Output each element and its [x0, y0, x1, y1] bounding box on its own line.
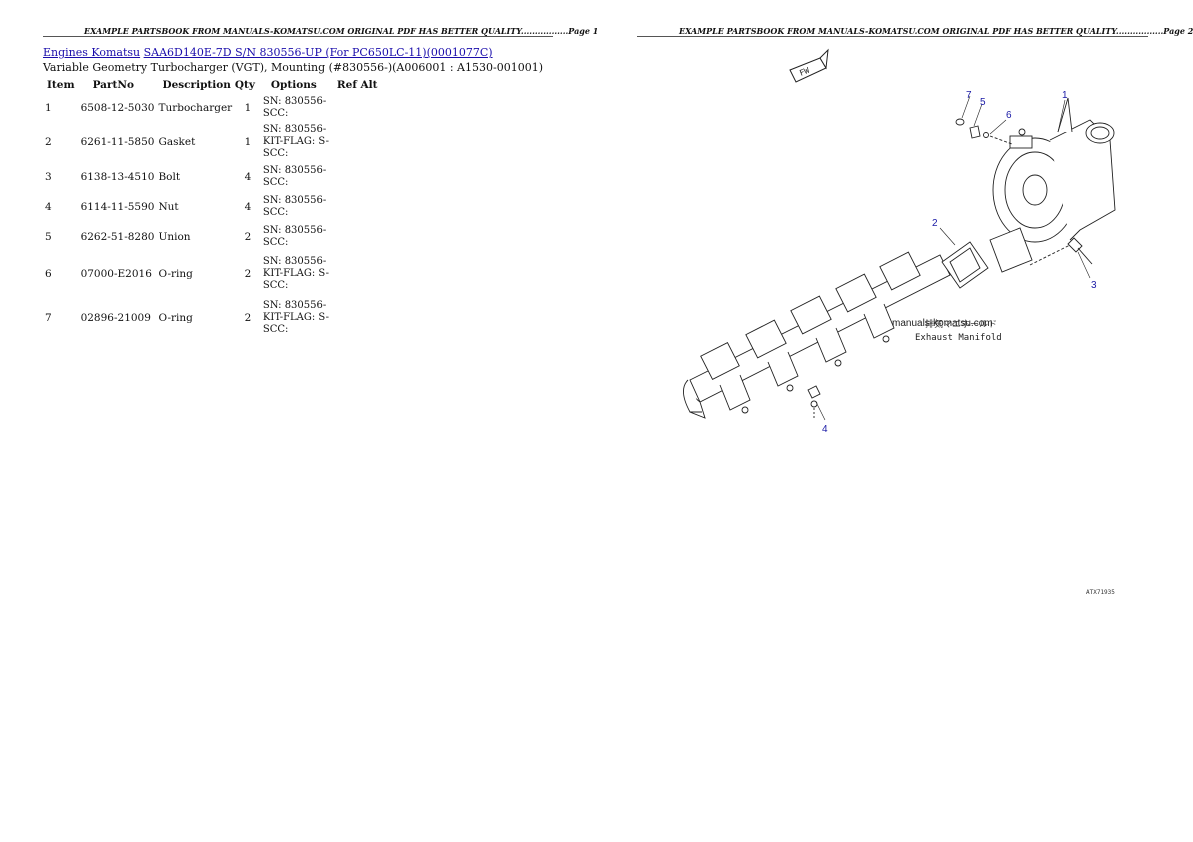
figure-code: ATX71935 [1086, 589, 1115, 596]
callout-7: 7 [966, 90, 972, 101]
part-quantity: 1 [244, 136, 252, 148]
nut-drawing [807, 385, 821, 420]
part-options: SN: 830556-SCC: [262, 225, 327, 248]
table-row: 7 02896-21009 O-ring 2 SN: 830556-KIT-FLAG: … [43, 296, 381, 340]
table-header-row: Item PartNo Description Qty Options Ref … [43, 76, 381, 94]
item-number: 1 [45, 102, 52, 114]
union-and-orings-drawing [955, 118, 1013, 145]
part-quantity: 2 [244, 268, 252, 280]
part-number: 6261-11-5850 [80, 136, 155, 148]
part-quantity: 1 [244, 102, 252, 114]
column-header-description: Description [162, 79, 231, 91]
part-description: Union [158, 231, 191, 243]
exhaust-manifold-note: Exhaust Manifold [915, 333, 1002, 343]
column-header-options: Options [270, 79, 317, 91]
part-quantity: 4 [244, 201, 252, 213]
part-options: SN: 830556-SCC: [262, 96, 327, 119]
part-options: SN: 830556-KIT-FLAG: S-SCC: [262, 256, 330, 291]
part-options: SN: 830556-SCC: [262, 195, 327, 218]
item-number: 3 [45, 171, 52, 183]
part-ref-alt [333, 192, 382, 222]
callout-1: 1 [1062, 90, 1068, 101]
part-quantity: 2 [244, 312, 252, 324]
item-number: 6 [45, 268, 52, 280]
fw-label: FW [798, 66, 810, 78]
part-options: SN: 830556-KIT-FLAG: S-SCC: [262, 124, 330, 159]
item-number: 5 [45, 231, 52, 243]
gasket-drawing [941, 241, 989, 289]
item-number: 7 [45, 312, 52, 324]
part-quantity: 4 [244, 171, 252, 183]
forward-direction-icon: FW [789, 48, 829, 83]
part-ref-alt [333, 296, 382, 340]
part-description: O-ring [158, 312, 193, 324]
item-number: 4 [45, 201, 52, 213]
turbocharger-drawing [989, 97, 1116, 273]
part-description: Nut [158, 201, 179, 213]
part-description: Gasket [158, 136, 196, 148]
callout-6: 6 [1006, 110, 1012, 121]
part-quantity: 2 [244, 231, 252, 243]
part-ref-alt [333, 122, 382, 162]
header-divider-left [43, 36, 553, 37]
exhaust-manifold-note-jp: 排気マニホールド [925, 318, 997, 330]
breadcrumb-link-engines[interactable]: Engines Komatsu [43, 46, 141, 59]
item-number: 2 [45, 136, 52, 148]
page-header-left: EXAMPLE PARTSBOOK FROM MANUALS-KOMATSU.C… [84, 26, 599, 36]
part-number: 6138-13-4510 [80, 171, 155, 183]
page-title: Variable Geometry Turbocharger (VGT), Mo… [43, 61, 543, 74]
part-number: 6508-12-5030 [80, 102, 155, 114]
watermark-text: manuals-komatsu.com [892, 318, 993, 329]
parts-table: Item PartNo Description Qty Options Ref … [43, 76, 381, 340]
header-divider-right [637, 36, 1148, 37]
callout-4: 4 [822, 424, 828, 435]
column-header-partno: PartNo [92, 79, 134, 91]
part-number: 07000-E2016 [80, 268, 152, 280]
column-header-item: Item [47, 79, 75, 91]
leader-lines [815, 95, 1091, 421]
part-ref-alt [333, 94, 382, 122]
part-options: SN: 830556-KIT-FLAG: S-SCC: [262, 300, 330, 335]
table-row: 6 07000-E2016 O-ring 2 SN: 830556-KIT-FLAG: … [43, 252, 381, 296]
callout-5: 5 [980, 97, 986, 108]
exhaust-manifold-drawing [683, 251, 951, 419]
part-options: SN: 830556-SCC: [262, 165, 327, 188]
bolt-drawing [1029, 237, 1093, 266]
part-description: Bolt [158, 171, 181, 183]
part-number: 6262-51-8280 [80, 231, 155, 243]
breadcrumb-link-model[interactable]: SAA6D140E-7D S/N 830556-UP (For PC650LC-… [143, 46, 493, 59]
part-description: O-ring [158, 268, 193, 280]
part-description: Turbocharger [158, 102, 233, 114]
callout-3: 3 [1091, 280, 1097, 291]
part-ref-alt [333, 252, 382, 296]
column-header-qty: Qty [234, 79, 256, 91]
callout-2: 2 [932, 218, 938, 229]
breadcrumb: Engines Komatsu SAA6D140E-7D S/N 830556-… [43, 46, 493, 59]
part-ref-alt [333, 162, 382, 192]
part-number: 02896-21009 [80, 312, 151, 324]
column-header-ref-alt: Ref Alt [336, 79, 378, 91]
page-header-right: EXAMPLE PARTSBOOK FROM MANUALS-KOMATSU.C… [679, 26, 1193, 36]
part-ref-alt [333, 222, 382, 252]
exploded-parts-diagram: FW [683, 48, 1116, 596]
part-number: 6114-11-5590 [80, 201, 155, 213]
